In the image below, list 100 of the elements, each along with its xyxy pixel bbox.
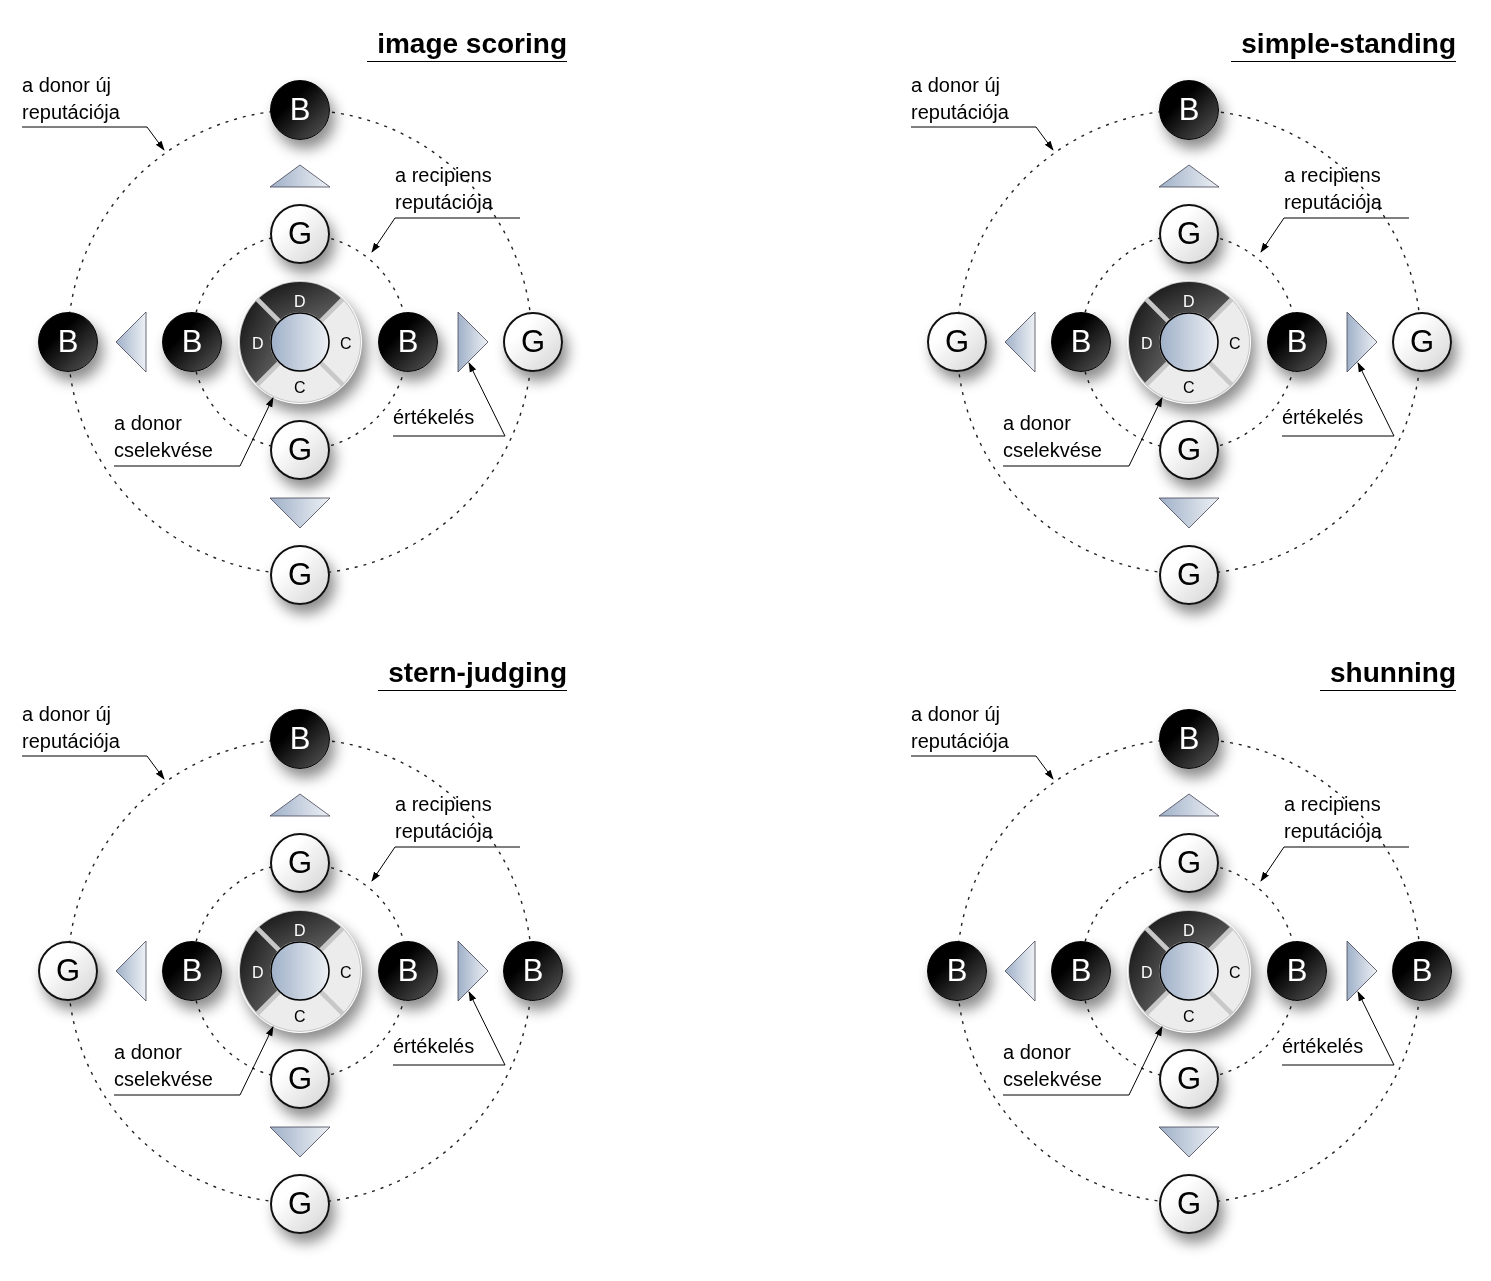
action-letter: D — [1141, 965, 1153, 981]
reputation-circle: B — [1159, 80, 1219, 140]
reputation-circle: B — [927, 941, 987, 1001]
action-letter: D — [1141, 336, 1153, 352]
direction-triangle — [1347, 941, 1377, 1001]
panel-title: shunning — [1320, 656, 1456, 691]
action-wheel — [1127, 909, 1251, 1033]
reputation-circle: G — [270, 204, 330, 264]
action-letter: C — [1229, 965, 1241, 981]
annotation-text: értékelés — [393, 1033, 505, 1060]
annotation-text: a donor új reputációja — [911, 72, 1041, 126]
leader-line — [371, 217, 521, 253]
direction-triangle — [1159, 1127, 1219, 1157]
reputation-circle: G — [1159, 545, 1219, 605]
direction-triangle — [270, 794, 330, 816]
leader-line — [21, 126, 165, 151]
action-letter: C — [294, 380, 306, 396]
reputation-circle: B — [1267, 941, 1327, 1001]
direction-triangle — [116, 312, 146, 372]
action-letter: D — [1183, 294, 1195, 310]
leader-line — [1260, 217, 1410, 253]
leader-line — [1281, 991, 1395, 1066]
direction-triangle — [270, 1127, 330, 1157]
action-letter: C — [1229, 336, 1241, 352]
reputation-circle: B — [38, 312, 98, 372]
reputation-circle: G — [1159, 1174, 1219, 1234]
reputation-circle: B — [162, 312, 222, 372]
direction-triangle — [1159, 165, 1219, 187]
reputation-circle: G — [927, 312, 987, 372]
annotation-text: a recipiens reputációja — [395, 162, 520, 216]
reputation-circle: B — [270, 80, 330, 140]
leader-line — [113, 396, 274, 467]
reputation-circle: B — [270, 709, 330, 769]
action-letter: D — [294, 294, 306, 310]
direction-triangle — [458, 941, 488, 1001]
reputation-circle: G — [270, 1174, 330, 1234]
annotation-text: értékelés — [1282, 404, 1394, 431]
action-letter: C — [1183, 1009, 1195, 1025]
reputation-circle: G — [1392, 312, 1452, 372]
action-letter: C — [340, 965, 352, 981]
direction-triangle — [1005, 941, 1035, 1001]
annotation-text: a donor cselekvése — [1003, 410, 1129, 464]
leader-line — [910, 126, 1054, 151]
reputation-circle: G — [1159, 204, 1219, 264]
reputation-circle: G — [270, 545, 330, 605]
reputation-circle: B — [1051, 312, 1111, 372]
annotation-text: értékelés — [393, 404, 505, 431]
direction-triangle — [270, 165, 330, 187]
reputation-circle: B — [1267, 312, 1327, 372]
leader-line — [392, 362, 506, 437]
annotation-text: a donor cselekvése — [1003, 1039, 1129, 1093]
action-letter: D — [1183, 923, 1195, 939]
leader-line — [1260, 846, 1410, 882]
direction-triangle — [116, 941, 146, 1001]
annotation-text: értékelés — [1282, 1033, 1394, 1060]
leader-line — [21, 755, 165, 780]
leader-line — [392, 991, 506, 1066]
action-wheel — [238, 909, 362, 1033]
reputation-circle: G — [1159, 420, 1219, 480]
annotation-text: a donor cselekvése — [114, 410, 240, 464]
action-letter: C — [340, 336, 352, 352]
leader-line — [1002, 396, 1163, 467]
action-wheel — [238, 280, 362, 404]
reputation-circle: B — [1051, 941, 1111, 1001]
reputation-circle: G — [38, 941, 98, 1001]
reputation-circle: G — [270, 833, 330, 893]
annotation-text: a recipiens reputációja — [395, 791, 520, 845]
leader-line — [371, 846, 521, 882]
action-letter: C — [294, 1009, 306, 1025]
panel-title: image scoring — [367, 27, 567, 62]
reputation-circle: B — [162, 941, 222, 1001]
reputation-circle: B — [378, 941, 438, 1001]
annotation-text: a donor új reputációja — [22, 72, 152, 126]
panel-title: stern-judging — [378, 656, 567, 691]
reputation-circle: G — [1159, 1049, 1219, 1109]
annotation-text: a donor új reputációja — [911, 701, 1041, 755]
direction-triangle — [458, 312, 488, 372]
direction-triangle — [270, 498, 330, 528]
action-wheel — [1127, 280, 1251, 404]
direction-triangle — [1159, 794, 1219, 816]
annotation-text: a recipiens reputációja — [1284, 162, 1409, 216]
reputation-circle: G — [270, 420, 330, 480]
direction-triangle — [1005, 312, 1035, 372]
direction-triangle — [1159, 498, 1219, 528]
reputation-circle: B — [378, 312, 438, 372]
direction-triangle — [1347, 312, 1377, 372]
leader-line — [1002, 1025, 1163, 1096]
panel-title: simple-standing — [1231, 27, 1456, 62]
reputation-circle: B — [1159, 709, 1219, 769]
action-letter: D — [252, 336, 264, 352]
action-letter: C — [1183, 380, 1195, 396]
leader-line — [1281, 362, 1395, 437]
reputation-circle: B — [503, 941, 563, 1001]
action-letter: D — [294, 923, 306, 939]
reputation-circle: B — [1392, 941, 1452, 1001]
leader-line — [910, 755, 1054, 780]
annotation-text: a donor cselekvése — [114, 1039, 240, 1093]
reputation-circle: G — [270, 1049, 330, 1109]
leader-line — [113, 1025, 274, 1096]
annotation-text: a recipiens reputációja — [1284, 791, 1409, 845]
